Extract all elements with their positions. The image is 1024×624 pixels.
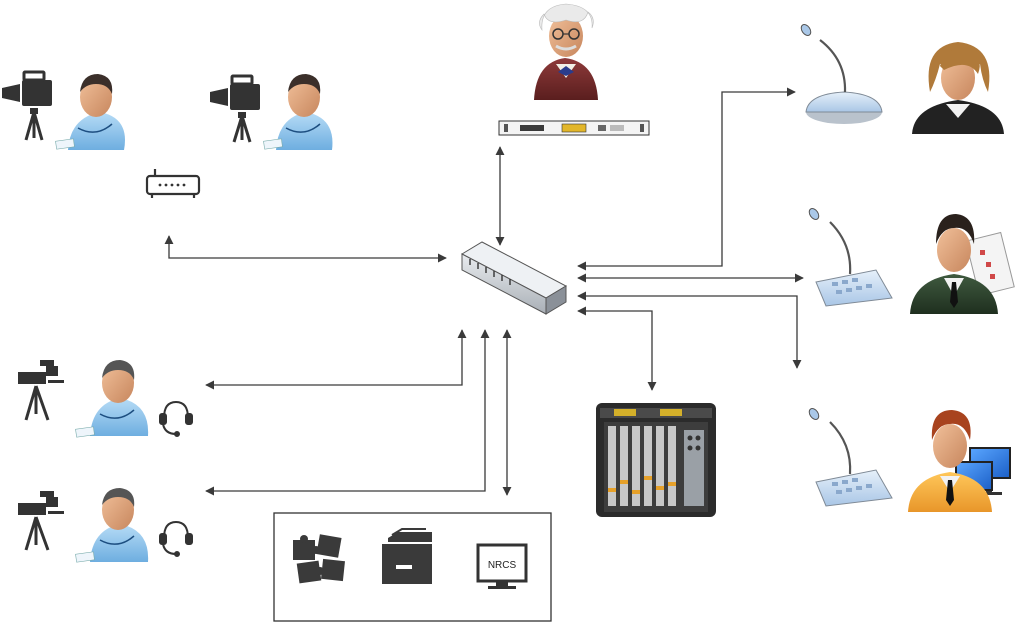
chairman-console: [808, 208, 1015, 314]
camera-operator-2: [210, 74, 333, 150]
microphone-icon: [800, 24, 883, 124]
rack-unit-icon: [498, 120, 650, 136]
link-switch-operator: [577, 291, 802, 369]
link-switch-confmic: [577, 87, 796, 271]
female-avatar: [912, 42, 1004, 134]
link-studiocam2-switch: [205, 329, 490, 496]
camera-operator-1: [2, 70, 125, 150]
router-icon: [145, 169, 201, 198]
studio-camera-operator-2: [18, 488, 193, 563]
video-camera-icon: [2, 70, 52, 141]
console-icon: [808, 208, 893, 307]
person-avatar: [55, 74, 125, 150]
businessman-avatar: [910, 214, 1015, 314]
studio-camera-icon: [18, 360, 64, 421]
nrcs-label: NRCS: [488, 560, 517, 571]
conference-microphone: [800, 24, 1004, 134]
mixer-icon: [596, 403, 716, 517]
file-cabinet-icon: [382, 528, 432, 584]
scientist-expert: [534, 3, 598, 100]
video-camera-icon: [210, 74, 260, 143]
person-avatar: [75, 360, 149, 438]
checklist-icon: [965, 231, 1015, 297]
operator-avatar: [908, 410, 1011, 512]
monitor-icon: NRCS: [476, 543, 528, 589]
link-router-switch: [164, 235, 447, 263]
link-switch-mixer: [577, 306, 657, 391]
puzzle-icon: [293, 534, 345, 584]
studio-camera-operator-1: [18, 360, 193, 438]
headset-icon: [159, 520, 193, 557]
connections: [164, 87, 804, 496]
studio-camera-icon: [18, 491, 64, 551]
headset-icon: [159, 400, 193, 437]
person-avatar: [263, 74, 333, 150]
console-icon: [808, 408, 893, 507]
link-studiocam1-switch: [205, 329, 467, 390]
server-box: NRCS: [273, 512, 552, 622]
operator-console: [808, 408, 1011, 512]
person-avatar: [75, 488, 149, 563]
switch-icon: [460, 241, 568, 315]
